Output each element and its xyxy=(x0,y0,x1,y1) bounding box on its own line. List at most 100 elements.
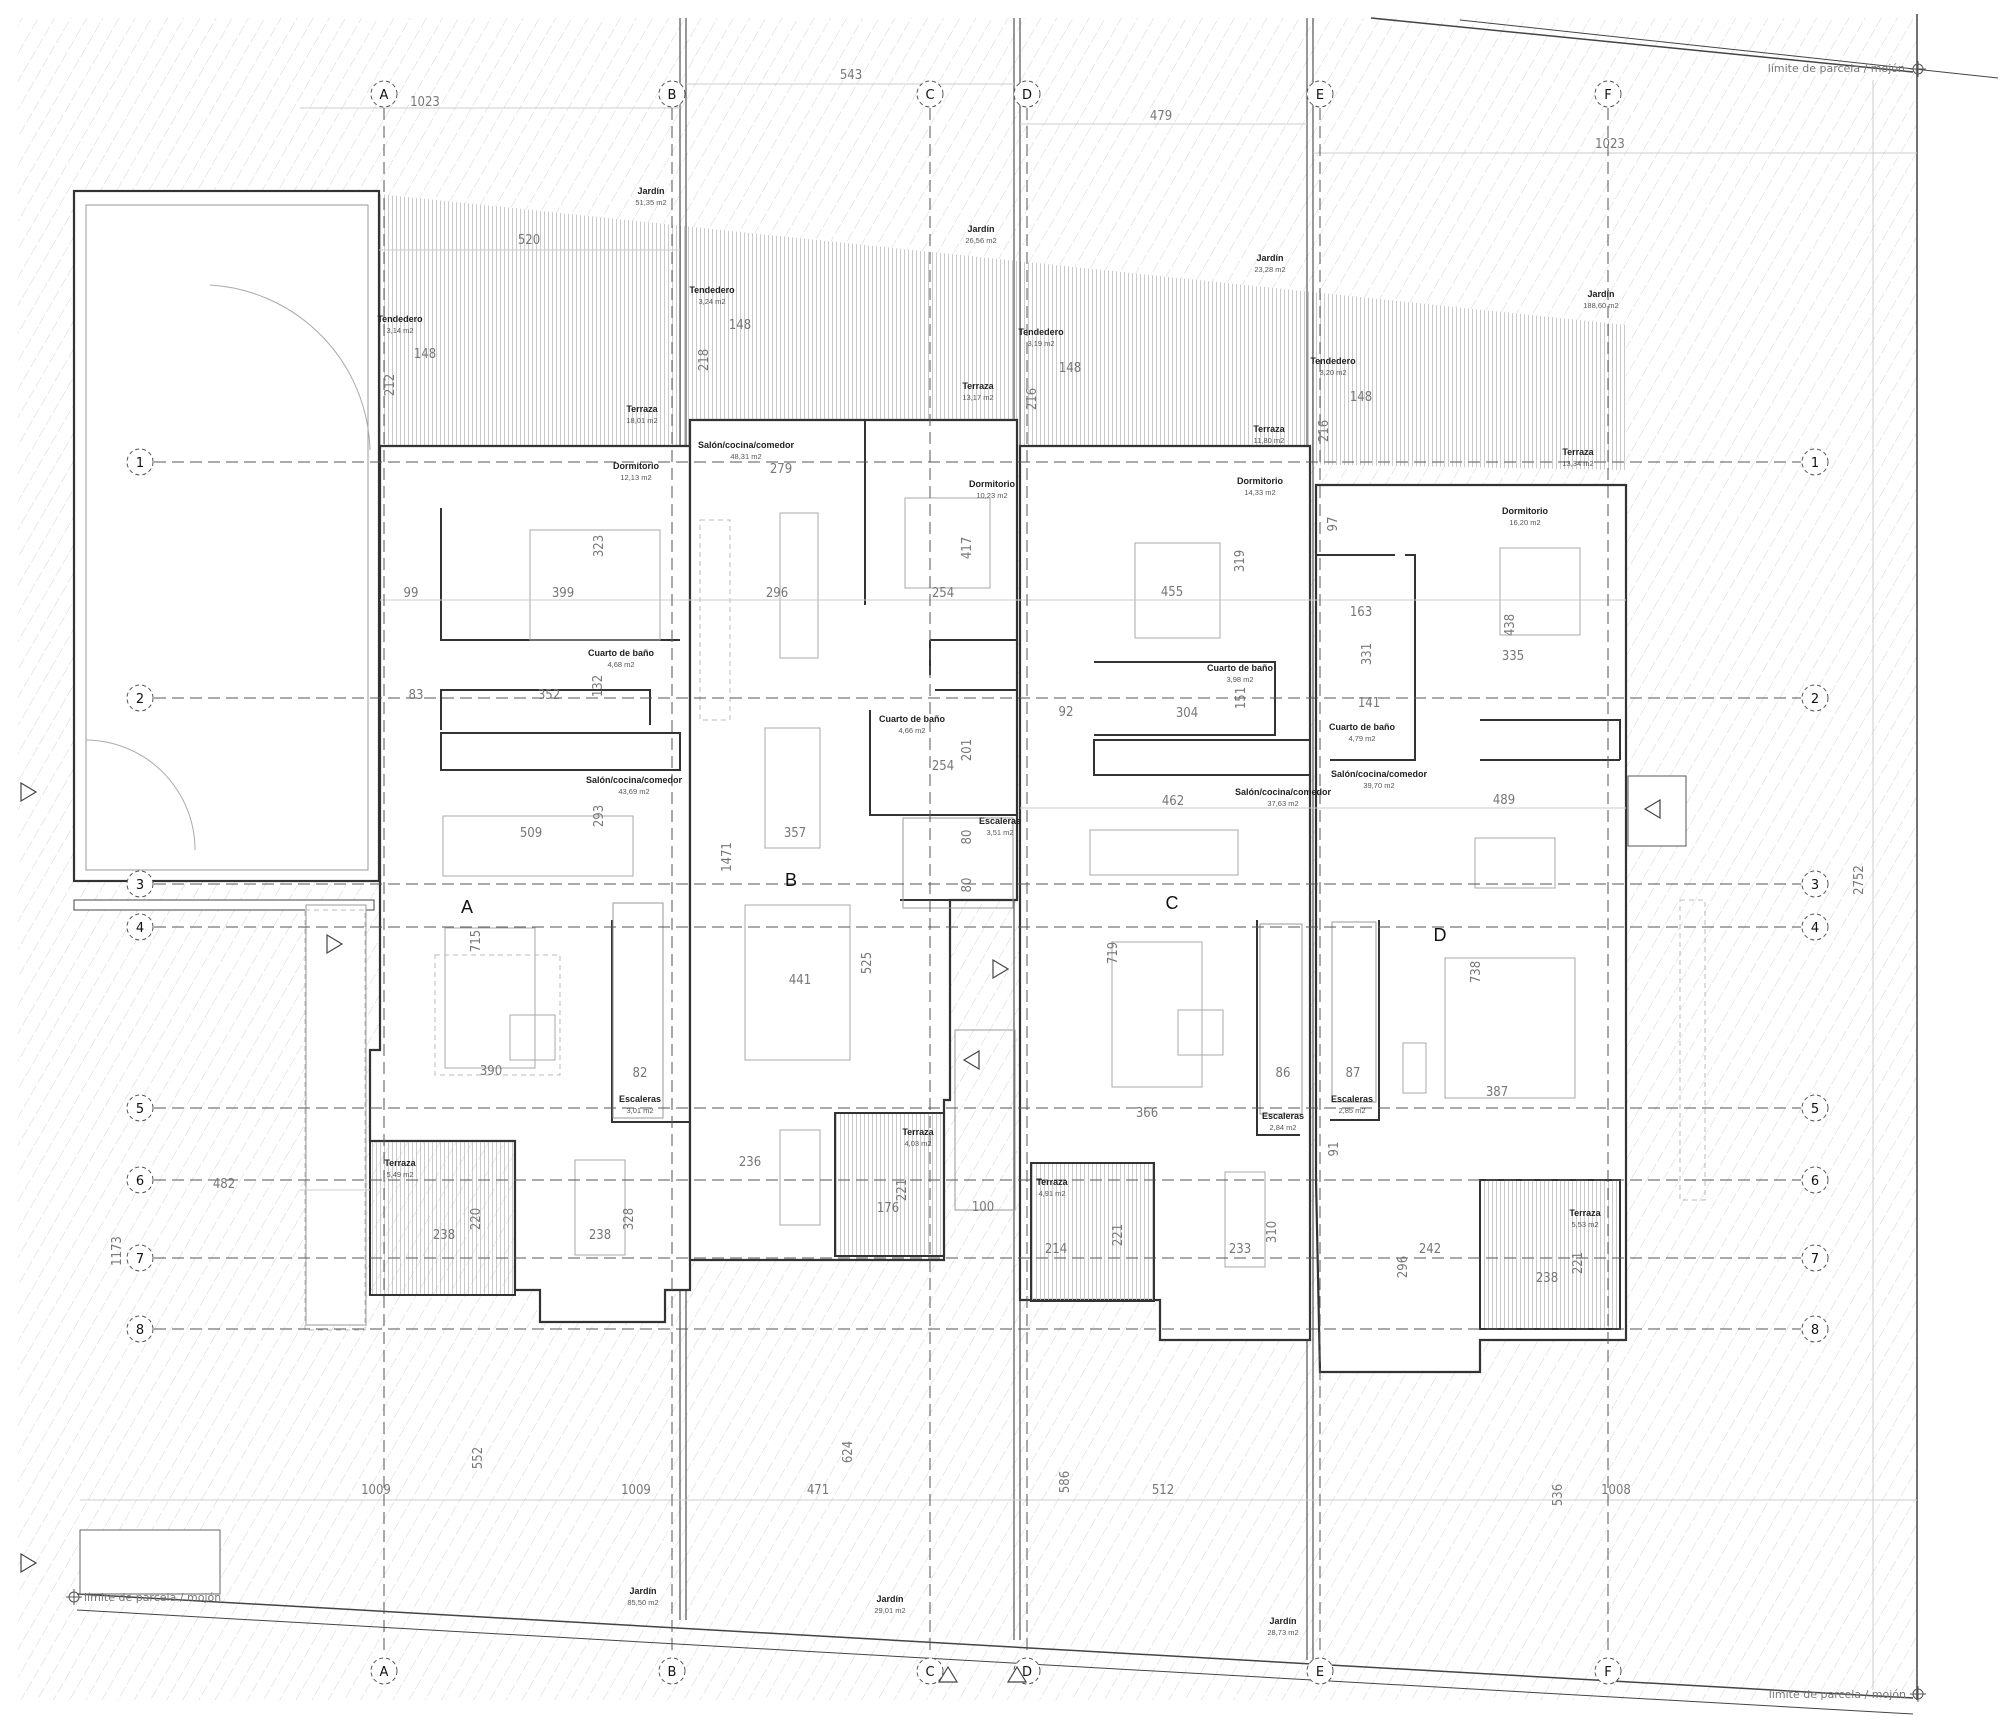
dimension-label: 97 xyxy=(1326,517,1341,532)
dimension-label: 242 xyxy=(1419,1242,1441,1257)
dimension-label: 80 xyxy=(960,878,975,893)
dimension-label: 328 xyxy=(622,1208,637,1230)
room-name: Salón/cocina/comedor xyxy=(586,775,683,785)
dimension-label: 216 xyxy=(1025,388,1040,410)
triangle-up-icon xyxy=(937,1665,959,1683)
triangle-right-icon xyxy=(20,781,38,803)
dimension-label: 216 xyxy=(1317,420,1332,442)
dimension-label: 1173 xyxy=(110,1236,125,1266)
dimension-label: 331 xyxy=(1360,643,1375,665)
room-name: Dormitorio xyxy=(1502,506,1549,516)
room-name: Tendedero xyxy=(1310,356,1356,366)
room-name: Escaleras xyxy=(979,816,1021,826)
room-name: Terraza xyxy=(962,381,994,391)
grid-bubble-4: 4 xyxy=(126,913,154,941)
dimension-label: 296 xyxy=(766,586,788,601)
interior-partitions xyxy=(440,420,1621,1136)
triangle-right-icon xyxy=(20,1552,38,1574)
grid-bubble-label: E xyxy=(1316,88,1324,103)
dimension-label: 293 xyxy=(592,805,607,827)
boundary-label: límite de parcela / mojón xyxy=(84,1591,221,1604)
grid-bubble-F: F xyxy=(1594,1657,1622,1685)
room-area: 3,98 m2 xyxy=(1226,675,1253,684)
boundary-label-bottom-right: límite de parcela / mojón xyxy=(1769,1686,1926,1702)
room-name: Terraza xyxy=(1569,1208,1601,1218)
room-area: 48,31 m2 xyxy=(730,452,761,461)
room-area: 51,35 m2 xyxy=(635,198,666,207)
triangle-right-icon xyxy=(326,933,344,955)
grid-bubble-4: 4 xyxy=(1801,913,1829,941)
dimension-label: 132 xyxy=(591,675,606,697)
room-area: 4,68 m2 xyxy=(607,660,634,669)
dimension-label: 482 xyxy=(213,1177,235,1192)
stairs xyxy=(612,817,1377,1211)
dimension-label: 87 xyxy=(1346,1066,1361,1081)
dimension-label: 719 xyxy=(1106,942,1121,964)
dimension-label: 455 xyxy=(1161,585,1183,600)
boundary-label: límite de parcela / mojón xyxy=(1768,62,1905,75)
room-area: 13,17 m2 xyxy=(962,393,993,402)
dimension-label: 438 xyxy=(1503,614,1518,636)
room-area: 11,80 m2 xyxy=(1254,436,1285,445)
dimension-label: 304 xyxy=(1176,706,1198,721)
room-name: Terraza xyxy=(902,1127,934,1137)
room-area: 4,66 m2 xyxy=(898,726,925,735)
room-name: Cuarto de baño xyxy=(1207,663,1274,673)
dimension-label: 1009 xyxy=(361,1483,391,1498)
triangle-up-icon xyxy=(1006,1665,1028,1683)
grid-bubble-label: 3 xyxy=(1811,878,1819,893)
grid-bubble-label: 5 xyxy=(136,1102,144,1117)
grid-bubble-label: B xyxy=(668,1665,677,1680)
unit-c-walls xyxy=(1018,444,1312,1342)
unit-label-A: A xyxy=(461,897,473,917)
grid-bubble-A: A xyxy=(370,80,398,108)
dimension-label: 335 xyxy=(1502,649,1524,664)
grid-bubble-label: D xyxy=(1022,1665,1032,1680)
grid-bubble-label: 7 xyxy=(136,1252,144,1267)
triangle-right-icon xyxy=(992,958,1010,980)
dimension-label: 148 xyxy=(414,347,436,362)
dimension-label: 82 xyxy=(633,1066,648,1081)
dimension-labels: 5434791023102352014814814814821221821621… xyxy=(110,68,1867,1506)
dimension-label: 525 xyxy=(860,952,875,974)
room-area: 16,20 m2 xyxy=(1509,518,1540,527)
room-name: Salón/cocina/comedor xyxy=(1331,769,1428,779)
grid-bubble-label: 1 xyxy=(1811,456,1819,471)
grid-bubble-6: 6 xyxy=(1801,1166,1829,1194)
grid-bubble-label: 7 xyxy=(1811,1252,1819,1267)
triangle-left-icon xyxy=(962,1049,980,1071)
dimension-label: 100 xyxy=(972,1200,994,1215)
survey-marker-icon xyxy=(1910,1686,1926,1702)
room-name: Salón/cocina/comedor xyxy=(698,440,795,450)
dimension-label: 462 xyxy=(1162,794,1184,809)
room-name: Dormitorio xyxy=(613,461,660,471)
grid-bubble-1: 1 xyxy=(126,448,154,476)
room-label: Cuarto de baño 3,98 m2 xyxy=(1207,663,1274,684)
room-area: 4,03 m2 xyxy=(904,1139,931,1148)
grid-bubble-C: C xyxy=(916,1657,944,1685)
dimension-label: 92 xyxy=(1059,705,1074,720)
dimension-label: 148 xyxy=(1350,390,1372,405)
room-name: Jardín xyxy=(1269,1616,1296,1626)
grid-bubble-2: 2 xyxy=(1801,684,1829,712)
grid-bubble-F: F xyxy=(1594,80,1622,108)
dimension-label: 83 xyxy=(409,688,424,703)
grid-bubble-label: D xyxy=(1022,88,1032,103)
room-name: Terraza xyxy=(626,404,658,414)
room-area: 3,01 m2 xyxy=(626,1106,653,1115)
grid-bubble-label: 6 xyxy=(136,1174,144,1189)
grid-bubble-label: F xyxy=(1604,1665,1611,1680)
dimension-label: 176 xyxy=(877,1201,899,1216)
boundary-label-top-right: límite de parcela / mojón xyxy=(1768,61,1926,77)
dimension-label: 238 xyxy=(589,1228,611,1243)
dimension-label: 151 xyxy=(1234,687,1249,709)
dimension-label: 310 xyxy=(1265,1221,1280,1243)
boundary-label-bottom-left: límite de parcela / mojón xyxy=(66,1589,221,1605)
